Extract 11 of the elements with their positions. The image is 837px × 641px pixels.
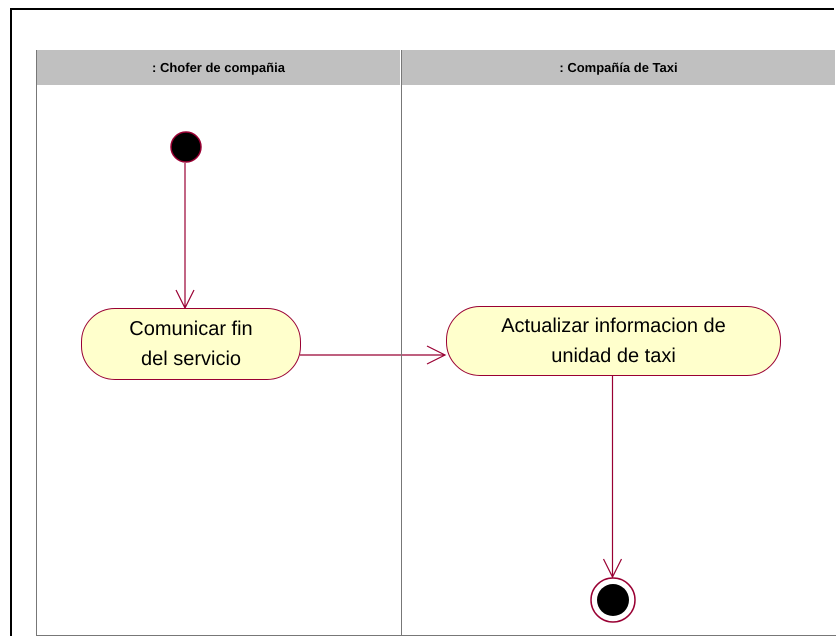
swimlane bbox=[36, 50, 401, 636]
control-flow-arrow bbox=[175, 163, 195, 309]
swimlane bbox=[401, 50, 836, 636]
initial-node bbox=[170, 131, 202, 163]
control-flow-arrow bbox=[602, 376, 622, 578]
activity-node: Comunicar fin del servicio bbox=[81, 308, 301, 380]
final-node bbox=[590, 577, 636, 623]
lane-title: : Compañía de Taxi bbox=[559, 58, 678, 77]
lane-title: : Chofer de compañia bbox=[152, 58, 285, 77]
control-flow-arrow bbox=[300, 345, 446, 365]
activity-node: Actualizar informacion de unidad de taxi bbox=[446, 306, 781, 376]
